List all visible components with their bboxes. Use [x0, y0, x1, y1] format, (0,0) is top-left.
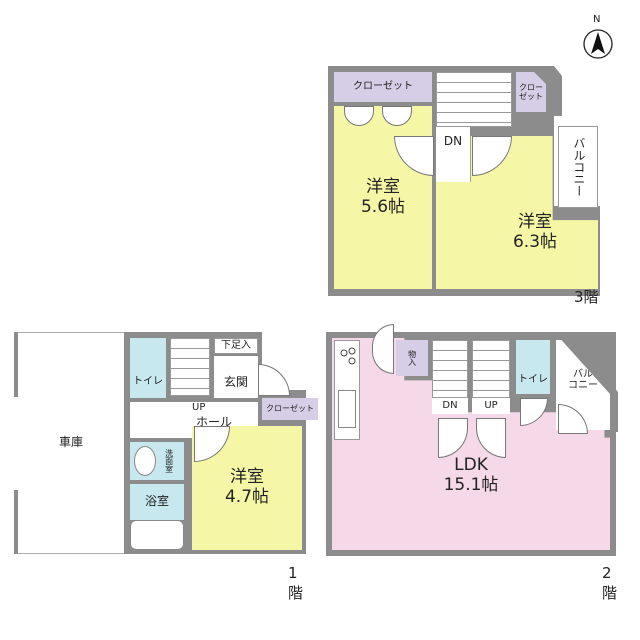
- room-size: 5.6帖: [360, 196, 406, 217]
- room-label: クローゼット: [353, 81, 413, 93]
- north-arrow-icon: [583, 29, 613, 59]
- floor-label: 2階: [602, 564, 618, 602]
- staircase-2f-right: [472, 340, 510, 398]
- room-1f-toilet: トイレ: [130, 338, 166, 398]
- staircase-3f: [436, 72, 512, 127]
- wall: [14, 332, 18, 397]
- floor-1: 車庫 トイレ 下足入 玄関 ホール UP クローゼット 洗面室 浴室 洋室 4.…: [10, 330, 318, 602]
- room-2f-toilet: トイレ: [516, 340, 550, 394]
- wash-basin-icon: [134, 446, 156, 476]
- room-label: 玄関: [223, 375, 248, 390]
- room-size: 6.3帖: [512, 231, 558, 252]
- room-3f-closet-left: クローゼット: [334, 72, 432, 102]
- room-label: 洋室: [366, 176, 400, 197]
- staircase-1f: [170, 338, 210, 396]
- room-label-line2: コニー: [568, 380, 598, 391]
- stair-dn-label: DN: [442, 400, 458, 412]
- staircase-2f-left: [432, 340, 468, 398]
- room-3f-bedroom-left: 洋室 5.6帖: [334, 106, 432, 289]
- sink-icon: [338, 390, 356, 428]
- bathtub-icon: [130, 520, 184, 550]
- room-label: 浴室: [144, 494, 169, 509]
- room-size: 15.1帖: [443, 475, 499, 495]
- stair-up: UP: [472, 398, 510, 414]
- compass: N: [580, 14, 616, 64]
- room-label-line2: ゼット: [519, 92, 543, 101]
- room-2f-storage: 物入: [396, 340, 428, 376]
- stair-up-label: UP: [484, 400, 498, 412]
- floor-label: 1階: [288, 564, 304, 602]
- room-label: ホール: [195, 415, 232, 430]
- front-door[interactable]: [258, 364, 290, 396]
- room-label: トイレ: [518, 374, 548, 386]
- stair-dn: DN: [432, 398, 468, 414]
- room-label: バルコニー: [571, 137, 586, 197]
- room-label: LDK: [454, 455, 488, 476]
- room-1f-garage: 車庫: [14, 332, 128, 554]
- stove-icon: [340, 347, 356, 365]
- room-1f-shoe-cabinet: 下足入: [214, 338, 258, 354]
- room-1f-closet: クローゼット: [262, 398, 318, 420]
- room-label: 下足入: [221, 340, 251, 352]
- room-label: 車庫: [58, 435, 83, 450]
- stair-dn-label: DN: [443, 134, 463, 149]
- room-label-line1: バル: [573, 368, 593, 380]
- compass-label: N: [593, 14, 601, 25]
- stair-landing-3f: DN: [436, 127, 470, 157]
- room-label: トイレ: [133, 376, 163, 388]
- room-3f-balcony: バルコニー: [558, 126, 598, 208]
- room-label: 洋室: [518, 211, 552, 232]
- floor-2: LDK 15.1帖 物入 DN UP トイレ バル コニー 2階: [326, 324, 626, 602]
- floor-label: 3階: [574, 288, 599, 306]
- room-label: 物入: [407, 350, 417, 366]
- room-label: 洗面室: [164, 449, 174, 473]
- room-1f-entrance: 玄関: [214, 356, 258, 398]
- room-1f-bath: 浴室: [130, 484, 184, 520]
- room-size: 4.7帖: [224, 487, 270, 507]
- wall: [14, 490, 18, 554]
- room-label-line1: クロー: [519, 82, 543, 92]
- stair-up-label: UP: [192, 402, 206, 413]
- floor-3: クローゼット 洋室 5.6帖 DN クロー ゼット 洋室 6.3帖 バルコニー …: [322, 66, 604, 306]
- room-label: 洋室: [230, 467, 264, 488]
- room-label: クローゼット: [266, 404, 314, 414]
